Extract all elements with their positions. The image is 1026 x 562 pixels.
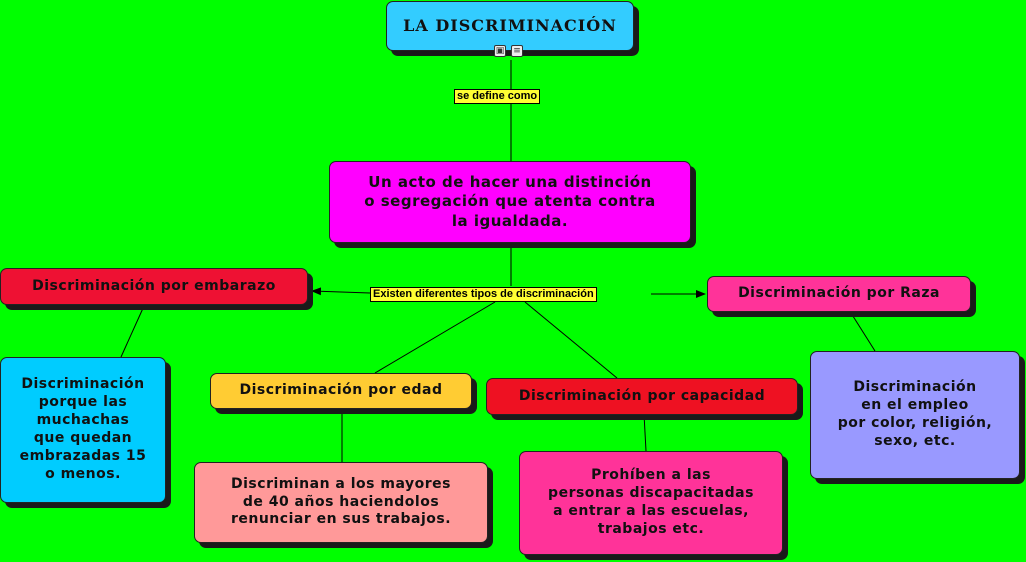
detail-raza-node[interactable]: Discriminación en el empleo por color, r… bbox=[810, 351, 1020, 479]
detail-capacidad-node[interactable]: Prohíben a las personas discapacitadas a… bbox=[519, 451, 783, 555]
type-raza-node[interactable]: Discriminación por Raza bbox=[707, 276, 971, 312]
link-label-tipos: Existen diferentes tipos de discriminaci… bbox=[370, 287, 597, 302]
line-raza-detail bbox=[850, 312, 876, 352]
line-to-capacidad bbox=[524, 301, 618, 379]
arrow-to-embarazo bbox=[311, 287, 371, 296]
type-capacidad-node[interactable]: Discriminación por capacidad bbox=[486, 378, 798, 415]
title-node[interactable]: LA DISCRIMINACIÓN bbox=[386, 1, 634, 51]
line-to-edad bbox=[374, 301, 496, 374]
note-icon[interactable]: ≡ bbox=[511, 45, 523, 57]
detail-edad-node[interactable]: Discriminan a los mayores de 40 años hac… bbox=[194, 462, 488, 543]
line-embarazo-detail bbox=[120, 305, 145, 358]
detail-embarazo-node[interactable]: Discriminación porque las muchachas que … bbox=[0, 357, 166, 503]
image-icon[interactable]: ▣ bbox=[494, 45, 506, 57]
type-edad-node[interactable]: Discriminación por edad bbox=[210, 373, 472, 409]
definition-node[interactable]: Un acto de hacer una distinción o segreg… bbox=[329, 161, 691, 243]
link-label-define: se define como bbox=[454, 89, 541, 104]
type-embarazo-node[interactable]: Discriminación por embarazo bbox=[0, 268, 308, 305]
line-capacidad-detail bbox=[643, 413, 647, 452]
